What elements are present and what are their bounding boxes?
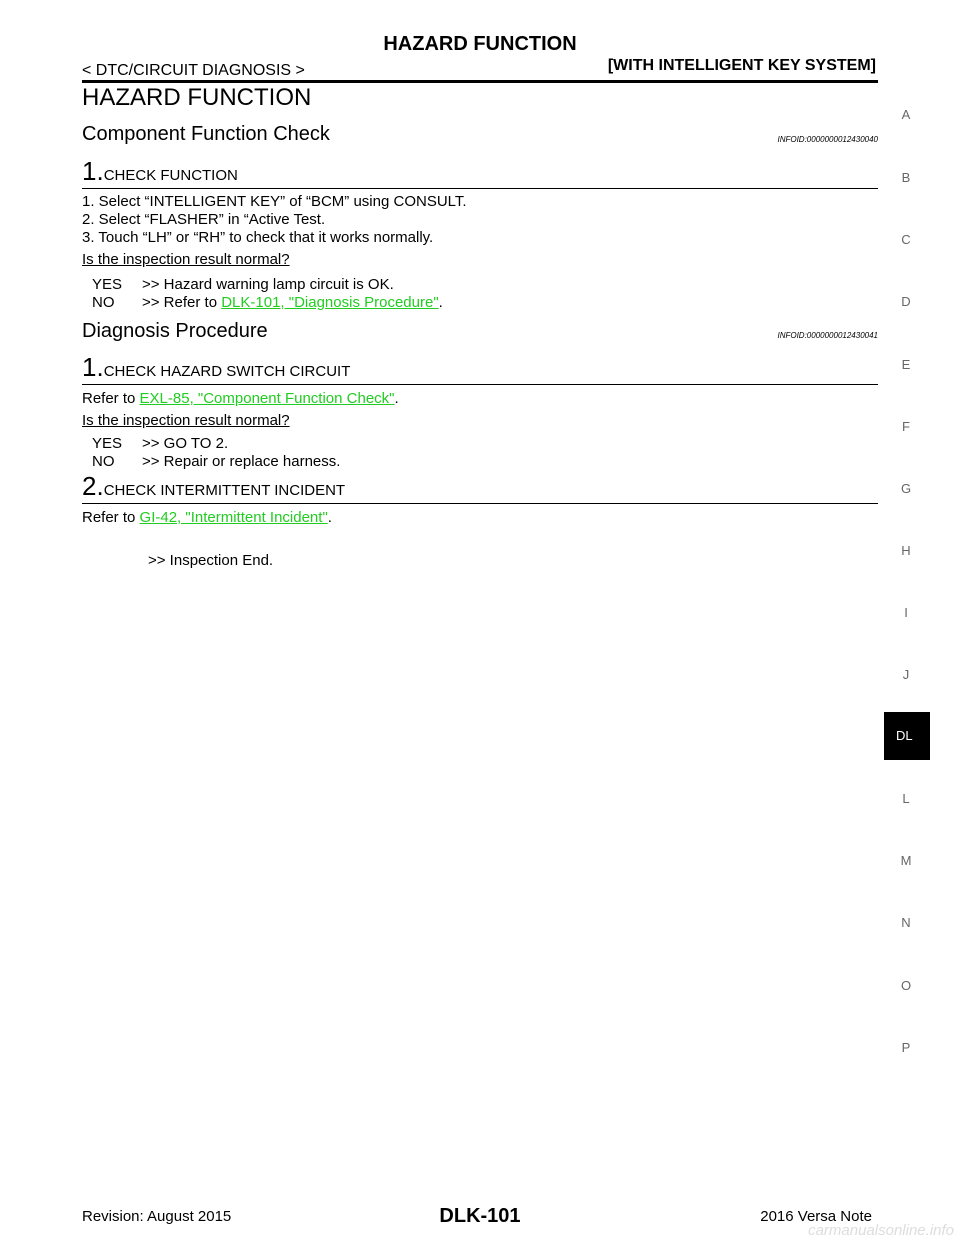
- refer-prefix: Refer to: [82, 390, 140, 407]
- section-infoid: INFOID:0000000012430041: [777, 331, 878, 340]
- side-index-c[interactable]: C: [901, 232, 911, 247]
- side-index-m[interactable]: M: [900, 853, 912, 868]
- section-title-component-function-check: Component Function Check: [82, 123, 330, 145]
- side-index-e[interactable]: E: [901, 357, 911, 372]
- step-title: CHECK INTERMITTENT INCIDENT: [103, 482, 346, 499]
- answer-yes: YES >> GO TO 2.: [92, 435, 228, 453]
- refer-line: Refer to GI-42, "Intermittent Incident".: [82, 509, 332, 527]
- refer-line: Refer to EXL-85, "Component Function Che…: [82, 390, 399, 408]
- side-index-f[interactable]: F: [902, 419, 910, 434]
- inspection-end: >> Inspection End.: [148, 552, 274, 569]
- answer-text: >> Refer to: [142, 294, 222, 311]
- section-title-diagnosis-procedure: Diagnosis Procedure: [82, 320, 268, 342]
- answer-suffix: .: [438, 294, 443, 311]
- step-header: 1.CHECK HAZARD SWITCH CIRCUIT: [82, 354, 878, 385]
- step-number: 2.: [82, 471, 104, 501]
- list-item: 1. Select “INTELLIGENT KEY” of “BCM” usi…: [82, 193, 467, 210]
- step-title: CHECK HAZARD SWITCH CIRCUIT: [103, 363, 351, 380]
- answer-key: NO: [92, 294, 115, 311]
- answer-text: >> GO TO 2.: [142, 435, 229, 452]
- refer-suffix: .: [327, 509, 332, 526]
- answer-yes: YES >> Hazard warning lamp circuit is OK.: [92, 276, 394, 294]
- step-number: 1.: [82, 156, 104, 186]
- side-index-h[interactable]: H: [901, 543, 911, 558]
- side-index-n[interactable]: N: [901, 915, 911, 930]
- step-title: CHECK FUNCTION: [103, 167, 238, 184]
- side-index-d[interactable]: D: [901, 294, 911, 309]
- link-diagnosis-procedure[interactable]: DLK-101, "Diagnosis Procedure": [221, 294, 439, 311]
- answer-key: YES: [92, 276, 123, 293]
- side-index-dl-active-tab[interactable]: DL: [884, 712, 930, 760]
- header-system-label: [WITH INTELLIGENT KEY SYSTEM]: [607, 57, 876, 74]
- refer-prefix: Refer to: [82, 509, 140, 526]
- side-index-g[interactable]: G: [900, 481, 912, 496]
- step-number: 1.: [82, 352, 104, 382]
- side-index-i[interactable]: I: [904, 605, 908, 620]
- side-index-l[interactable]: L: [902, 791, 910, 806]
- section-infoid: INFOID:0000000012430040: [777, 135, 878, 144]
- list-item: 2. Select “FLASHER” in “Active Test.: [82, 211, 326, 228]
- side-index-p[interactable]: P: [901, 1040, 911, 1055]
- side-index-o[interactable]: O: [900, 978, 912, 993]
- page-heading: HAZARD FUNCTION: [82, 84, 312, 111]
- answer-key: YES: [92, 435, 123, 452]
- answer-no: NO >> Refer to DLK-101, "Diagnosis Proced…: [92, 294, 443, 312]
- side-index-j[interactable]: J: [902, 667, 910, 682]
- answer-key: NO: [92, 453, 115, 470]
- answer-text: >> Repair or replace harness.: [142, 453, 341, 470]
- footer-page-number: DLK-101: [439, 1205, 521, 1227]
- footer-revision: Revision: August 2015: [82, 1208, 232, 1225]
- header-section-label: < DTC/CIRCUIT DIAGNOSIS >: [82, 62, 305, 79]
- header-rule: [82, 80, 878, 83]
- link-component-function-check[interactable]: EXL-85, "Component Function Check": [139, 390, 395, 407]
- refer-suffix: .: [394, 390, 399, 407]
- list-item: 3. Touch “LH” or “RH” to check that it w…: [82, 229, 434, 246]
- header-title: HAZARD FUNCTION: [383, 33, 577, 55]
- step-header: 2.CHECK INTERMITTENT INCIDENT: [82, 473, 878, 504]
- answer-text: >> Hazard warning lamp circuit is OK.: [142, 276, 394, 293]
- footer-model: 2016 Versa Note: [760, 1208, 872, 1225]
- side-index-b[interactable]: B: [901, 170, 911, 185]
- answer-no: NO >> Repair or replace harness.: [92, 453, 340, 471]
- side-index-a[interactable]: A: [901, 107, 911, 122]
- inspection-question: Is the inspection result normal?: [82, 251, 290, 268]
- footer-watermark: carmanualsonline.info: [808, 1222, 954, 1239]
- inspection-question: Is the inspection result normal?: [82, 412, 290, 429]
- link-intermittent-incident[interactable]: GI-42, "Intermittent Incident": [139, 509, 328, 526]
- step-header: 1.CHECK FUNCTION: [82, 158, 878, 189]
